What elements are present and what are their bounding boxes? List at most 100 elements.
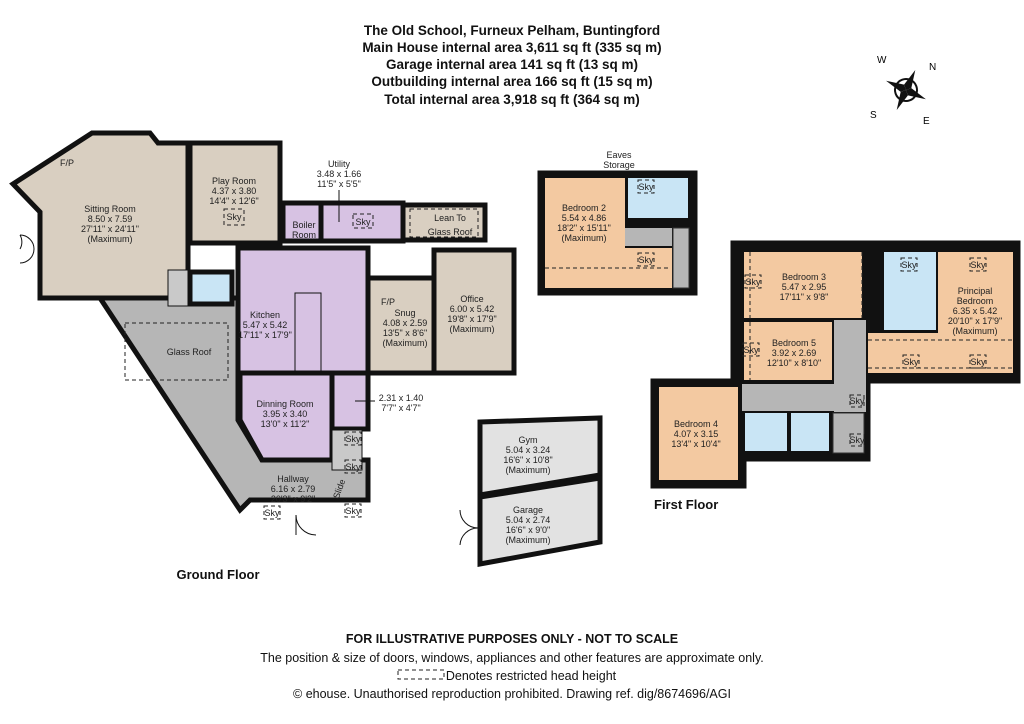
sky-label: Sky xyxy=(901,260,917,270)
principal-bedroom xyxy=(868,252,1013,373)
dining-room-imperial: 13'0" x 11'2" xyxy=(261,419,310,429)
garage-note: (Maximum) xyxy=(506,535,551,545)
area-total: Total internal area 3,918 sq ft (364 sq … xyxy=(384,92,640,107)
sky-label: Sky xyxy=(345,506,361,516)
sky-label: Sky xyxy=(745,277,761,287)
sitting-room-metric: 8.50 x 7.59 xyxy=(88,214,133,224)
office-metric: 6.00 x 5.42 xyxy=(450,304,495,314)
sky-label: Sky xyxy=(355,217,371,227)
bedroom-4 xyxy=(659,387,738,480)
glass-roof-area xyxy=(124,322,229,381)
garage xyxy=(477,475,603,567)
sky-label: Sky xyxy=(849,396,865,406)
stairs-upper xyxy=(672,227,690,289)
gym xyxy=(477,415,603,498)
snug-fireplace-label: F/P xyxy=(381,297,395,307)
footer: FOR ILLUSTRATIVE PURPOSES ONLY - NOT TO … xyxy=(260,632,764,701)
sky-label: Sky xyxy=(849,435,865,445)
sky-label: Sky xyxy=(226,212,242,222)
hallway-metric: 6.16 x 2.79 xyxy=(271,484,316,494)
office-note: (Maximum) xyxy=(450,324,495,334)
dining-room-name: Dinning Room xyxy=(256,399,313,409)
bedroom-3 xyxy=(744,252,862,318)
sky-label: Sky xyxy=(264,508,280,518)
bedroom-2-imperial: 18'2" x 15'11" xyxy=(557,223,611,233)
garage-metric: 5.04 x 2.74 xyxy=(506,515,551,525)
bedroom-2 xyxy=(545,178,625,288)
eaves-line1: Eaves xyxy=(606,150,632,160)
office-name: Office xyxy=(460,294,483,304)
principal-line2: Bedroom xyxy=(957,296,994,306)
lean-to-line1: Lean To xyxy=(434,213,466,223)
principal-ensuite xyxy=(884,252,936,330)
play-room xyxy=(187,140,283,246)
utility-room xyxy=(318,200,406,244)
approximation-note: The position & size of doors, windows, a… xyxy=(260,651,764,665)
area-outbuilding: Outbuilding internal area 166 sq ft (15 … xyxy=(371,74,652,89)
lean-to xyxy=(400,202,488,243)
stairs-hall xyxy=(331,429,363,471)
bedroom-3-name: Bedroom 3 xyxy=(782,272,826,282)
play-room-name: Play Room xyxy=(212,176,256,186)
bedroom-5-metric: 3.92 x 2.69 xyxy=(772,348,817,358)
bedroom-4-imperial: 13'4" x 10'4" xyxy=(671,439,720,449)
sky-label: Sky xyxy=(345,462,361,472)
utility-metric: 3.48 x 1.66 xyxy=(317,169,362,179)
play-room-imperial: 14'4" x 12'6" xyxy=(209,196,258,206)
sky-label: Sky xyxy=(638,182,654,192)
compass-e: E xyxy=(923,116,930,127)
bedroom-5-imperial: 12'10" x 8'10" xyxy=(767,358,821,368)
hallway-name: Hallway xyxy=(277,474,309,484)
bedroom-5-name: Bedroom 5 xyxy=(772,338,816,348)
kitchen-name: Kitchen xyxy=(250,310,280,320)
dining-room xyxy=(237,370,335,463)
sky-label: Sky xyxy=(970,260,986,270)
gym-imperial: 16'6" x 10'8" xyxy=(503,455,552,465)
bedroom-2-ensuite xyxy=(628,178,688,218)
kitchen-imperial: 17'11" x 17'9" xyxy=(238,330,292,340)
bedroom-3-imperial: 17'11" x 9'8" xyxy=(780,292,829,302)
ground-floor-label: Ground Floor xyxy=(176,567,259,582)
title-address: The Old School, Furneux Pelham, Buntingf… xyxy=(364,23,660,38)
gym-note: (Maximum) xyxy=(506,465,551,475)
glass-roof-label: Glass Roof xyxy=(167,347,212,357)
front-door xyxy=(295,514,317,536)
bedroom-4-metric: 4.07 x 3.15 xyxy=(674,429,719,439)
kitchen xyxy=(235,245,371,376)
stairs-ground xyxy=(167,269,189,307)
ground-floor-plan xyxy=(9,130,603,567)
gym-metric: 5.04 x 3.24 xyxy=(506,445,551,455)
principal-note: (Maximum) xyxy=(953,326,998,336)
play-room-metric: 4.37 x 3.80 xyxy=(212,186,257,196)
principal-line1: Principal xyxy=(958,286,993,296)
area-garage: Garage internal area 141 sq ft (13 sq m) xyxy=(386,57,638,72)
kitchen-metric: 5.47 x 5.42 xyxy=(243,320,288,330)
utility-imperial: 11'5" x 5'5" xyxy=(317,179,361,189)
hallway-imperial: 20'3" x 9'2" xyxy=(271,494,315,504)
area-main-house: Main House internal area 3,611 sq ft (33… xyxy=(362,40,661,55)
copyright: © ehouse. Unauthorised reproduction proh… xyxy=(293,687,731,701)
sky-label: Sky xyxy=(345,434,361,444)
boiler-room-line1: Boiler xyxy=(292,220,315,230)
disclaimer: FOR ILLUSTRATIVE PURPOSES ONLY - NOT TO … xyxy=(346,632,678,646)
svg-text:2.31 x 1.407'7" x 4'7": 2.31 x 1.407'7" x 4'7" xyxy=(379,393,424,413)
boiler-room-line2: Room xyxy=(292,230,316,240)
garage-imperial: 16'6" x 9'0" xyxy=(506,525,550,535)
sky-label: Sky xyxy=(638,255,654,265)
